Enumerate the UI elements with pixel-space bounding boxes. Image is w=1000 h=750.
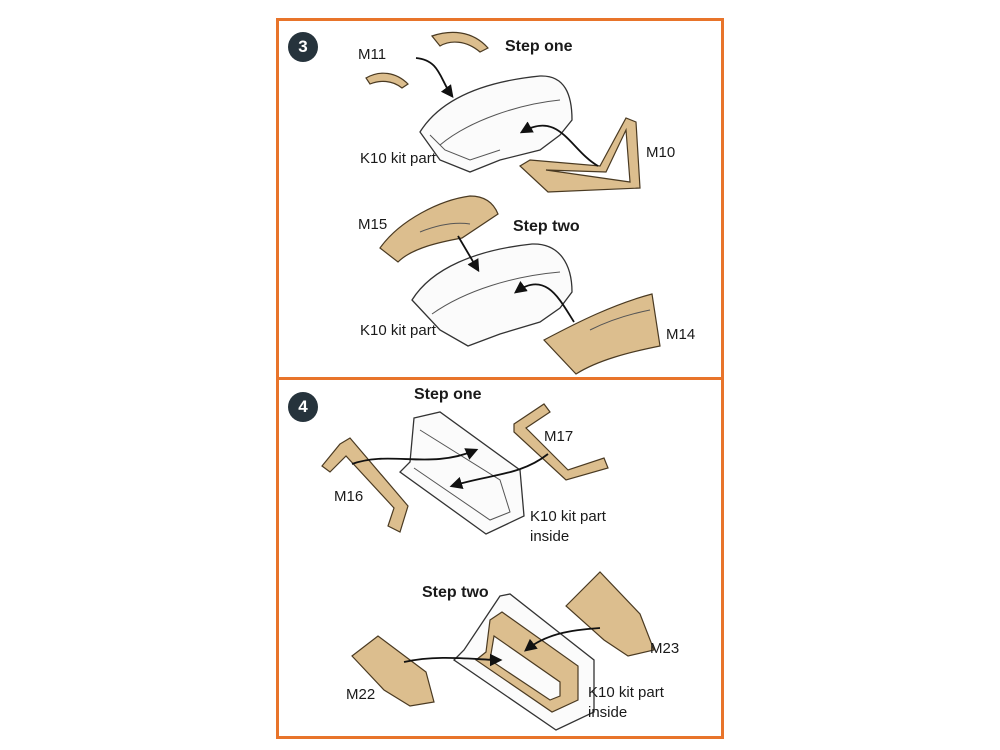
label-m16: M16 — [334, 488, 364, 505]
label-m11: M11 — [358, 46, 387, 63]
label-kit-part-inside-line2: inside — [588, 704, 628, 721]
mask-part-m17 — [513, 403, 609, 481]
arrow-m10 — [519, 121, 599, 167]
label-kit-part-inside-line1: K10 kit part — [588, 684, 664, 701]
step-badge-3: 3 — [288, 32, 318, 62]
label-m10: M10 — [646, 144, 676, 161]
mask-part-m15 — [379, 195, 499, 263]
label-m15: M15 — [358, 216, 388, 233]
mask-part-m10 — [519, 117, 641, 193]
kit-part-k10-frame-step1 — [399, 411, 525, 535]
mask-part-m11-upper — [430, 31, 489, 53]
step-one-title: Step one — [505, 38, 573, 55]
mask-part-m16 — [321, 437, 409, 533]
label-m22: M22 — [346, 686, 376, 703]
step-badge-4: 4 — [288, 392, 318, 422]
label-m14: M14 — [666, 326, 696, 343]
mask-part-m22 — [351, 635, 435, 707]
mask-part-m23 — [565, 571, 655, 657]
arrow-m22 — [403, 653, 503, 667]
panel-step-4 — [276, 377, 724, 739]
arrow-m15 — [457, 235, 480, 273]
step-two-title: Step two — [422, 584, 489, 601]
step-two-title: Step two — [513, 218, 580, 235]
arrow-m17 — [449, 453, 549, 489]
arrow-m14 — [513, 280, 575, 323]
label-m17: M17 — [544, 428, 574, 445]
arrow-m11 — [415, 57, 454, 99]
label-kit-part-inside-line2: inside — [530, 528, 570, 545]
arrow-m16 — [351, 448, 479, 465]
label-kit-part: K10 kit part — [360, 322, 436, 339]
label-kit-part: K10 kit part — [360, 150, 436, 167]
mask-part-m11-lower — [365, 72, 409, 89]
kit-part-k10-step2 — [411, 243, 573, 347]
label-kit-part-inside-line1: K10 kit part — [530, 508, 606, 525]
label-m23: M23 — [650, 640, 680, 657]
arrow-m23 — [524, 627, 601, 652]
step-one-title: Step one — [414, 386, 482, 403]
